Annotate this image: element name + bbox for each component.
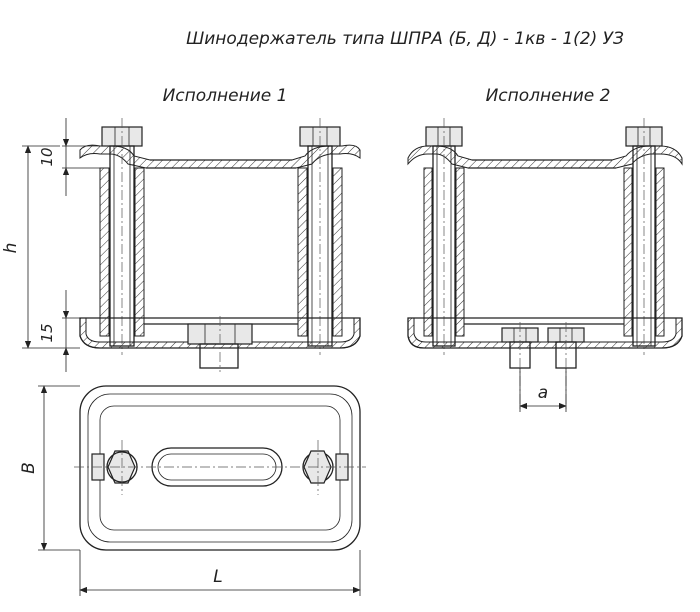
dim-offset: a [538,383,548,403]
variant-2-dimensions: a [519,368,567,412]
view-label-variant-2: Исполнение 2 [486,86,611,106]
dim-height: h [1,243,21,254]
drawing-title: Шинодержатель типа ШПРА (Б, Д) - 1кв - 1… [186,29,624,49]
dim-bottom-gap: 15 [38,323,56,342]
view-label-variant-1: Исполнение 1 [163,86,288,106]
variant-2-view [407,118,683,410]
variant-1-view [79,118,361,372]
dim-width: B [19,462,39,474]
dim-top-gap: 10 [38,147,56,166]
dim-length: L [213,567,222,587]
plan-dimensions: B L [19,385,361,596]
variant-1-dimensions: 10 h 15 [1,118,100,372]
plan-view [74,385,366,551]
